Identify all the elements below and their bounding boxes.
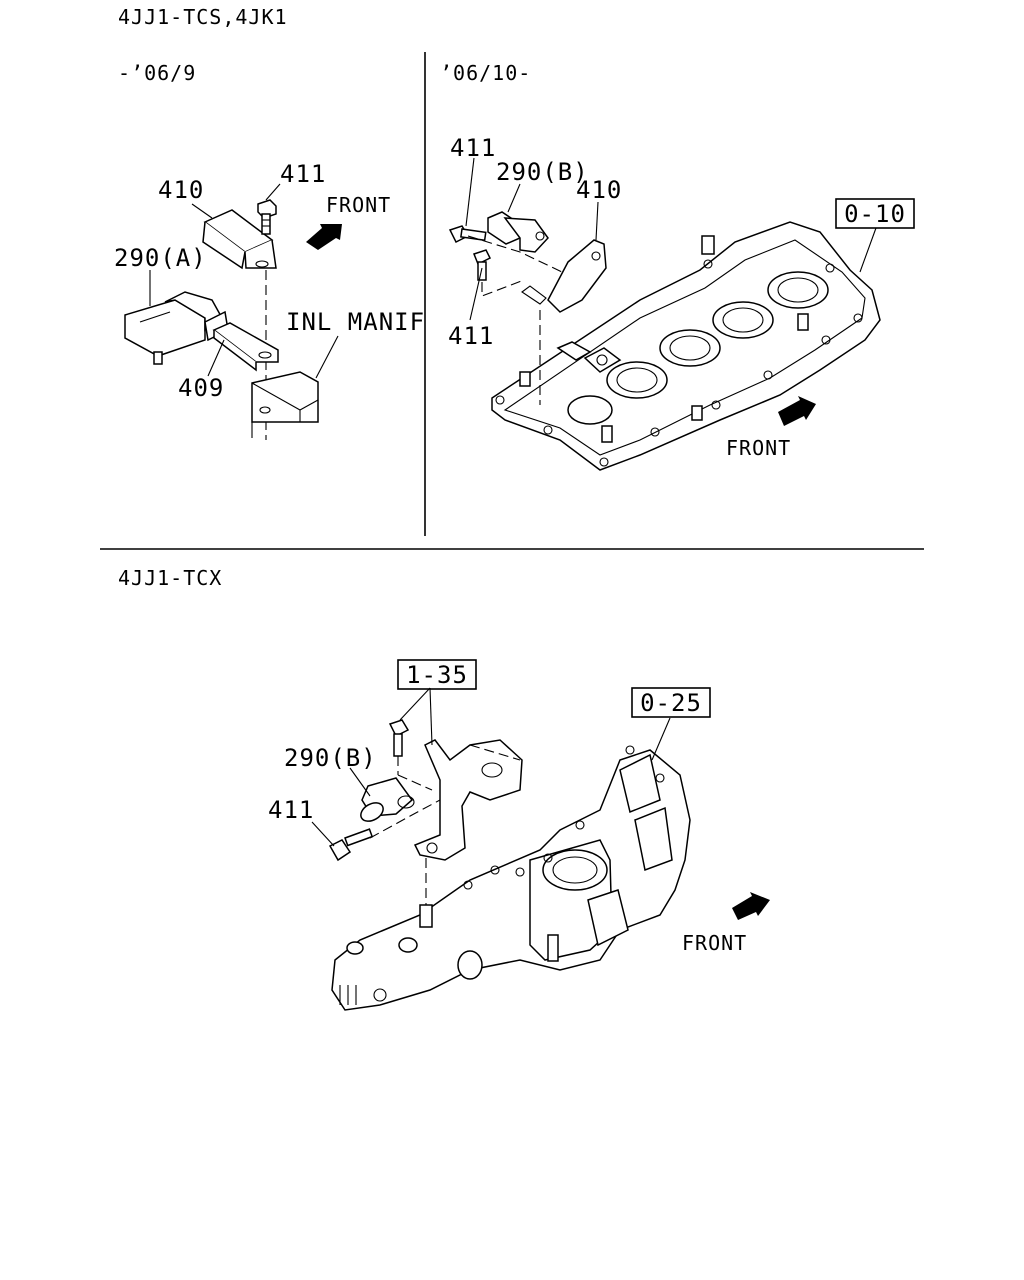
bolt-1-35-part — [388, 719, 410, 757]
label-410-late: 410 — [576, 176, 622, 204]
ref-box-1-35-text: 1-35 — [406, 661, 468, 689]
early-panel: 410 411 290(A) 409 INL MANIF FRONT — [114, 160, 425, 440]
inlet-manifold-part — [251, 371, 319, 438]
label-front-late: FRONT — [726, 436, 791, 460]
ref-box-0-10-text: 0-10 — [844, 200, 906, 228]
bracket-part — [413, 739, 523, 861]
label-409: 409 — [178, 374, 224, 402]
label-290b-late: 290(B) — [496, 158, 589, 186]
model-header-top: 4JJ1-TCS,4JK1 — [118, 5, 288, 29]
bottom-panel: 1-35 0-25 290(B) 411 FRONT — [268, 659, 770, 1011]
map-sensor-290a-part — [124, 291, 229, 365]
bolt-411-bottom-part — [328, 828, 374, 862]
bracket-410-part — [202, 209, 277, 270]
period-header-early: -’06/9 — [118, 61, 196, 85]
bracket-410-late-part — [521, 239, 607, 313]
bolt-411-late-lower-part — [473, 249, 492, 281]
bolt-411-part — [257, 199, 277, 235]
label-inl-manif: INL MANIF — [286, 308, 425, 336]
front-arrow-icon — [306, 224, 342, 250]
bolt-411-late-upper-part — [448, 225, 487, 244]
ref-box-0-25-text: 0-25 — [640, 689, 702, 717]
label-front-bottom: FRONT — [682, 931, 747, 955]
sensor-290b-late-part — [487, 211, 549, 253]
label-290b-bottom: 290(B) — [284, 744, 377, 772]
ref-box-1-35 — [397, 659, 477, 690]
label-411-bottom: 411 — [268, 796, 314, 824]
cylinder-head-cover-part — [491, 221, 881, 471]
label-410-early: 410 — [158, 176, 204, 204]
label-front-early: FRONT — [326, 193, 391, 217]
intake-manifold-part — [331, 745, 691, 1011]
label-411-late-upper: 411 — [450, 134, 496, 162]
label-411-late-lower: 411 — [448, 322, 494, 350]
front-arrow-icon — [732, 892, 770, 920]
model-header-bottom: 4JJ1-TCX — [118, 566, 222, 590]
label-411-early: 411 — [280, 160, 326, 188]
sensor-290b-bottom-part — [360, 777, 415, 822]
plate-409-part — [212, 322, 279, 372]
front-arrow-icon — [778, 396, 816, 426]
period-header-late: ’06/10- — [440, 61, 531, 85]
late-panel: 0-10 411 290(B) 410 411 FRONT — [448, 134, 915, 471]
ref-box-0-25 — [631, 687, 711, 718]
ref-box-0-10 — [835, 198, 915, 229]
label-290a: 290(A) — [114, 244, 207, 272]
